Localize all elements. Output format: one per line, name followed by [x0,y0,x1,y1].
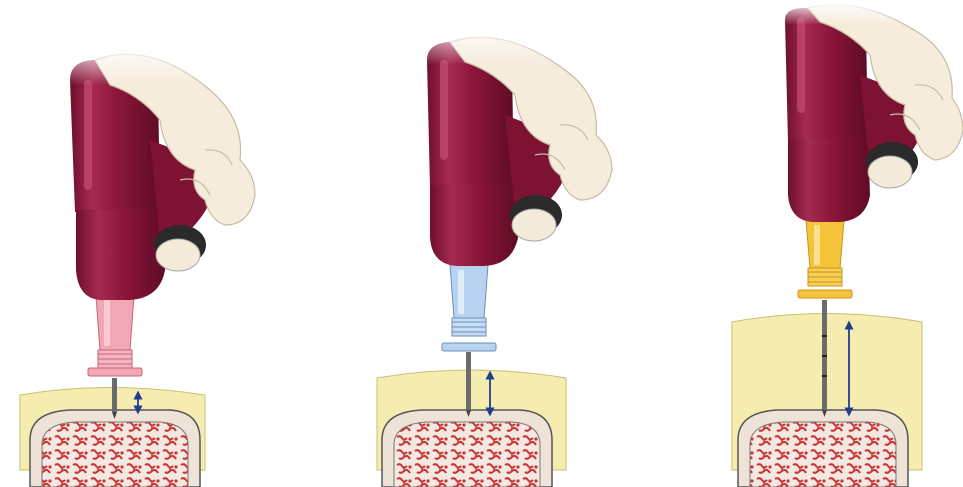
panel-3 [732,0,963,487]
bone-icon [382,410,552,487]
needle-hub-blue [442,265,496,351]
panel-1 [20,40,280,487]
needle-icon [822,300,827,417]
needle-icon [466,352,471,417]
needle-hub-pink [88,296,142,376]
bone-icon [30,410,200,487]
bone-icon [738,410,908,487]
needle-icon [112,378,117,419]
needle-hub-yellow [798,220,852,298]
panel-2 [377,20,640,487]
